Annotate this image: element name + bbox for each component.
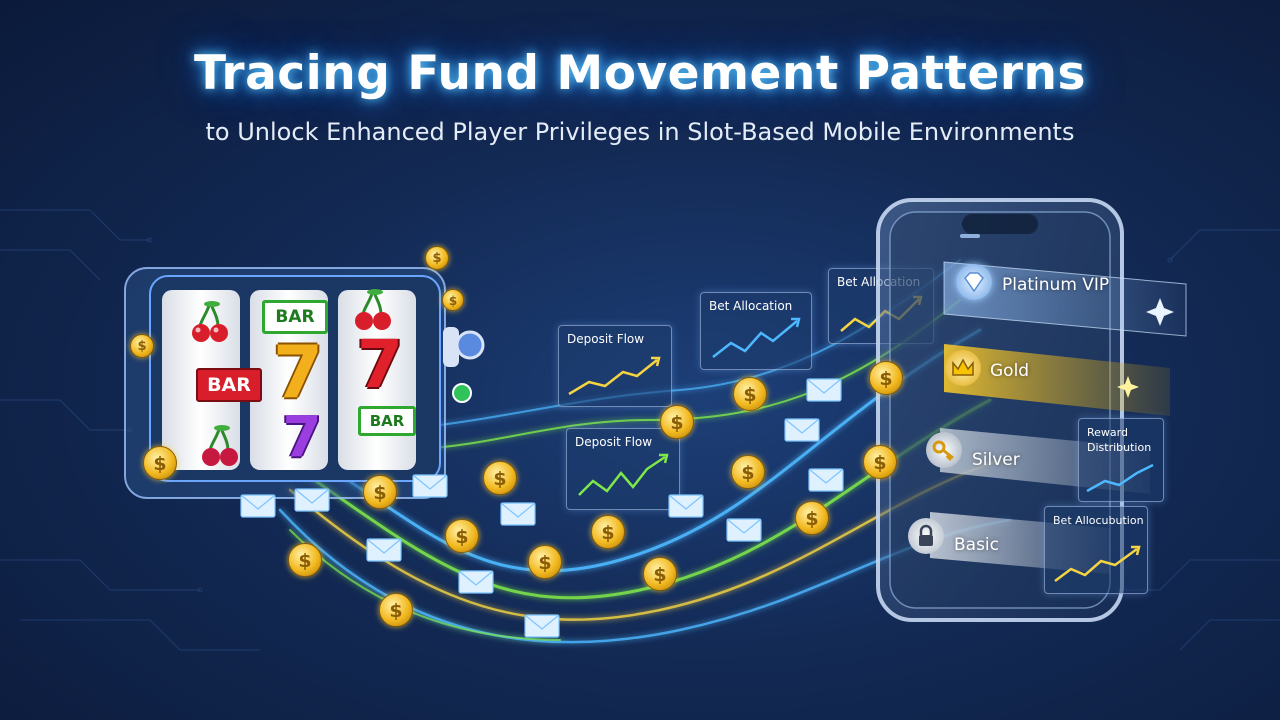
deposit-flow-card: Deposit Flow <box>566 428 680 510</box>
coin-icon: $ <box>795 501 829 535</box>
bar-symbol: BAR <box>196 368 262 402</box>
diamond-icon <box>956 264 992 300</box>
tier-gold-label: Gold <box>990 361 1030 381</box>
key-icon <box>926 432 962 468</box>
coin-icon: $ <box>863 445 897 479</box>
coin-icon: $ <box>591 515 625 549</box>
chart-label: Deposit Flow <box>575 435 653 449</box>
bet-allocation-card: Bet Allocubution <box>1044 506 1148 594</box>
page-subtitle: to Unlock Enhanced Player Privileges in … <box>205 118 1075 146</box>
tier-platinum-label: Platinum VIP <box>1002 275 1110 295</box>
coin-icon: $ <box>643 557 677 591</box>
coin-icon: $ <box>483 461 517 495</box>
trend-line-icon <box>578 453 669 496</box>
cherry-icon <box>202 425 238 466</box>
bar-symbol: BAR <box>262 300 328 334</box>
coin-icon: $ <box>379 593 413 627</box>
coin-icon: $ <box>869 361 903 395</box>
coin-icon: $ <box>442 289 464 311</box>
lock-icon <box>908 518 944 554</box>
trend-line-icon <box>1086 463 1154 493</box>
trend-line-icon <box>568 356 661 396</box>
cherry-icon <box>355 289 391 330</box>
page-title: Tracing Fund Movement Patterns <box>194 46 1086 101</box>
circuit-lines <box>0 209 1280 651</box>
chart-label: Reward Distribution <box>1087 426 1152 454</box>
envelope-icon <box>240 378 844 638</box>
coin-icon: $ <box>363 475 397 509</box>
reward-distribution-card: Reward Distribution <box>1078 418 1164 502</box>
tier-basic-label: Basic <box>954 535 1000 555</box>
coin-icon: $ <box>660 405 694 439</box>
coin-icon: $ <box>731 455 765 489</box>
tier-silver-label: Silver <box>972 450 1020 470</box>
crown-icon <box>945 350 981 386</box>
coin-icon: $ <box>143 446 177 480</box>
coin-icon: $ <box>445 519 479 553</box>
deposit-flow-card: Deposit Flow <box>558 325 672 407</box>
coin-icon: $ <box>288 543 322 577</box>
trend-line-icon <box>712 317 801 358</box>
coin-icon: $ <box>130 334 154 358</box>
coin-icon: $ <box>528 545 562 579</box>
chart-label: Bet Allocation <box>709 299 793 313</box>
seven-symbol: 7 <box>272 330 324 414</box>
bar-symbol: BAR <box>358 406 416 436</box>
chart-label: Bet Allocubution <box>1053 514 1144 527</box>
seven-symbol: 7 <box>282 405 322 470</box>
trend-line-icon <box>1054 545 1141 582</box>
bet-allocation-card: Bet Allocation <box>700 292 812 370</box>
chart-label: Deposit Flow <box>567 332 645 346</box>
cherry-icon <box>192 301 228 342</box>
coin-icon: $ <box>425 246 449 270</box>
seven-symbol: 7 <box>357 326 403 403</box>
coin-icon: $ <box>733 377 767 411</box>
